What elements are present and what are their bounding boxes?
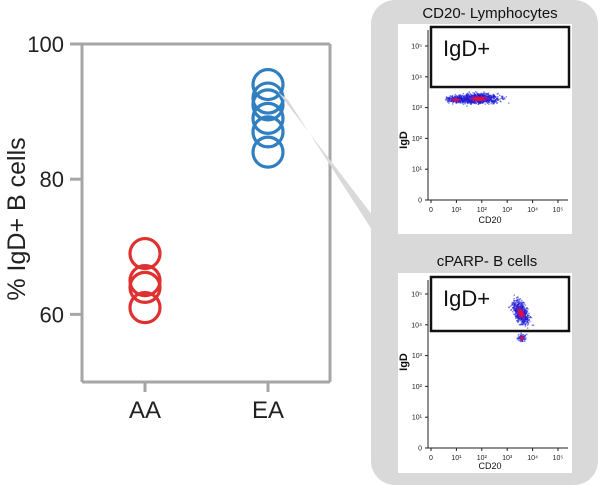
data-point-ea [251,115,285,149]
flow-plot-area [398,24,572,234]
flow-x-label: CD20 [478,461,501,471]
flow-ticks: 0 10¹ 10² 10³ 10⁴ 10⁵ 0 10¹ 10² 10³ 10⁴ 10⁵ [411,292,563,463]
y-ticks: 60 80 100 [27,32,82,327]
data-point-aa [128,291,162,325]
igd-gate [429,275,571,333]
flow-y-tick-label: 10³ [412,353,423,360]
flow-y-tick-label: 0 [418,446,422,453]
data-points [128,67,285,325]
flow-ticks: 0 10¹ 10² 10³ 10⁴ 10⁵ 0 10¹ 10² 10³ 10⁴ 10⁵ [411,44,563,215]
x-category-label: AA [129,397,161,424]
data-point-ea [251,88,285,122]
flow-y-tick-label: 10⁴ [411,74,422,81]
flow-plot-title: cPARP- B cells [437,253,538,270]
flow-plot-cd20-neg: CD20- Lymphocytes 0 10¹ 10² 10³ 10⁴ 10⁵ 0 10¹ 10… [398,5,572,234]
flow-plot-cparp-neg-b: cPARP- B cells 0 10¹ 10² 10³ 10⁴ 10⁵ 0 10¹ 10² 10… [398,253,572,473]
flow-x-tick-label: 0 [429,455,433,462]
flow-y-tick-label: 10² [412,384,423,391]
data-point-ea [251,67,285,102]
flow-y-tick-label: 10² [412,136,423,143]
flow-plot-title: CD20- Lymphocytes [422,5,557,22]
density-cloud [508,294,535,343]
flow-x-tick-label: 10⁵ [553,455,564,462]
connector-wedge [278,92,376,236]
flow-y-tick-label: 0 [418,198,422,205]
flow-x-tick-label: 10⁴ [527,207,538,214]
x-categories: AA EA [129,382,284,424]
igd-gate [429,25,571,89]
flow-x-tick-label: 10³ [502,207,513,214]
flow-x-label: CD20 [478,215,501,225]
gate-label: IgD+ [443,286,490,311]
dot-plot: % IgD+ B cells 60 80 100 AA EA [3,32,332,424]
x-category-label: EA [252,397,284,424]
data-point-aa [128,270,162,304]
flow-x-tick-label: 10² [477,207,488,214]
density-cloud [445,91,510,107]
flow-y-tick-label: 10¹ [412,415,423,422]
gate-label: IgD+ [443,36,490,61]
y-tick-label: 100 [27,32,64,57]
flow-x-tick-label: 10¹ [451,207,462,214]
data-point-ea [251,101,285,135]
flow-x-tick-label: 10¹ [451,455,462,462]
flow-x-tick-label: 10² [477,455,488,462]
y-tick-label: 80 [40,167,64,192]
flow-x-tick-label: 10³ [502,455,513,462]
flow-x-tick-label: 10⁵ [553,207,564,214]
y-axis-label: % IgD+ B cells [3,137,31,300]
flow-x-tick-label: 10⁴ [527,455,538,462]
flow-y-tick-label: 10¹ [412,167,423,174]
flow-y-tick-label: 10³ [412,105,423,112]
flow-y-tick-label: 10⁵ [411,292,422,299]
flow-y-tick-label: 10⁵ [411,44,422,51]
data-point-aa [128,236,162,271]
data-point-ea [251,135,285,169]
flow-x-tick-label: 0 [429,207,433,214]
y-tick-label: 60 [40,302,64,327]
flow-y-tick-label: 10⁴ [411,322,422,329]
flow-y-label: IgD [398,353,410,371]
flow-plot-area [398,273,572,473]
flow-y-label: IgD [398,131,410,149]
